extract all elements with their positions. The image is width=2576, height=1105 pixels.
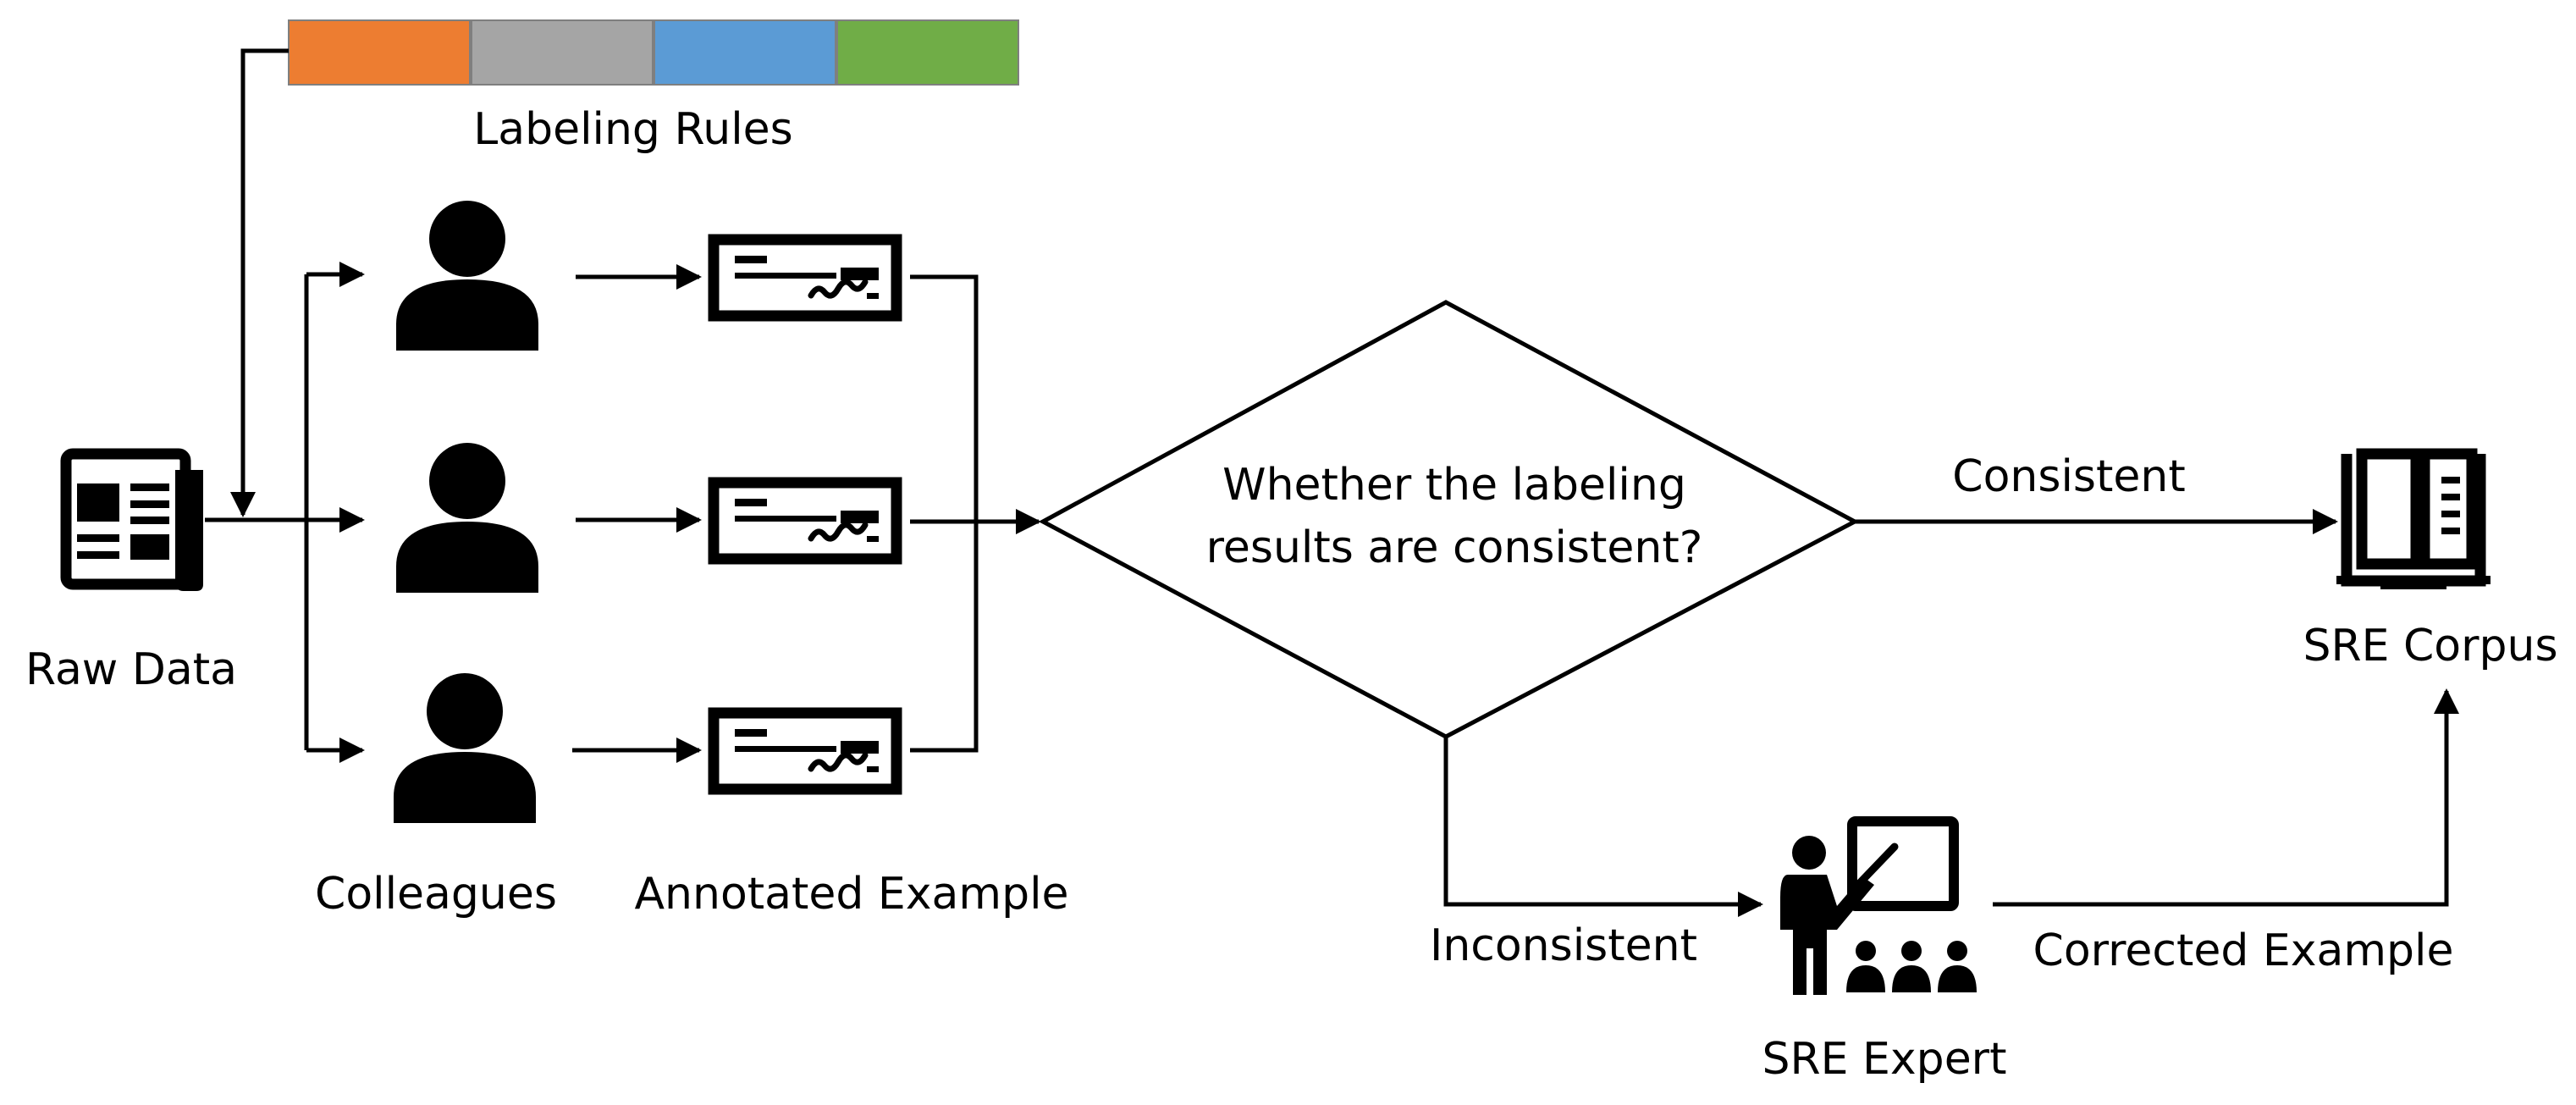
decision-question-line2: results are consistent? [1206,522,1703,573]
sre-corpus-label: SRE Corpus [2303,621,2557,671]
merge-line-bottom [910,522,979,753]
rule-block-green [836,19,1019,86]
annotated-example-label: Annotated Example [634,869,1068,920]
teacher-icon [1780,816,1977,995]
rules-to-raw-arrow [230,48,289,517]
decision-diamond [1038,300,1860,739]
rule-block-blue [654,19,836,86]
labeling-rules-bar [288,19,1019,86]
consistent-label: Consistent [1952,451,2185,502]
document-card-icon [708,477,902,565]
corrected-arrow [1993,688,2459,907]
person-icon [396,443,538,593]
sre-expert-label: SRE Expert [1762,1034,2007,1085]
raw-data-label: Raw Data [25,644,237,695]
person-icon [394,673,536,823]
inconsistent-label: Inconsistent [1430,920,1697,971]
document-card-icon [708,707,902,795]
document-card-icon [708,234,902,322]
rule-block-gray [471,19,654,86]
corrected-example-label: Corrected Example [2033,925,2454,976]
rule-block-orange [288,19,471,86]
merge-line-top [910,274,979,522]
labeling-rules-label: Labeling Rules [473,104,793,155]
open-book-icon [2336,448,2491,589]
decision-question-line1: Whether the labeling [1222,460,1686,511]
colleagues-label: Colleagues [315,869,557,920]
inconsistent-arrow [1443,737,1763,917]
connectors [205,48,2459,917]
person-icon [396,201,538,351]
newspaper-icon [60,448,203,591]
